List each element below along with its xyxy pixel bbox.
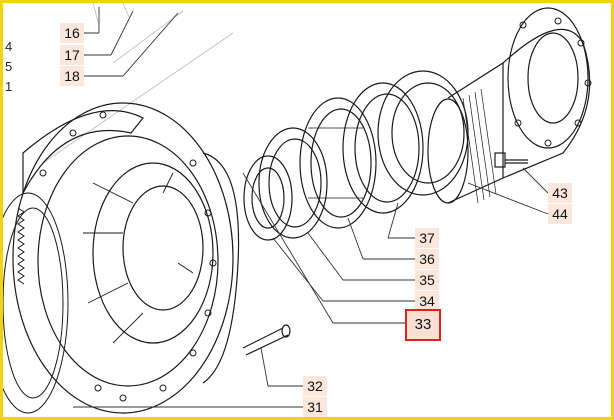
stud-bolt-32 bbox=[242, 324, 291, 356]
callout-32: 32 bbox=[303, 376, 327, 396]
background-hatch bbox=[42, 3, 234, 164]
bearing-36 bbox=[299, 97, 377, 229]
bearing-34 bbox=[243, 155, 293, 241]
callout-31: 31 bbox=[303, 397, 327, 417]
hub-flange bbox=[12, 102, 240, 414]
leaders-top bbox=[81, 7, 179, 77]
edge-label-c: 1 bbox=[5, 79, 13, 94]
bearing-37 bbox=[342, 82, 424, 214]
callout-35: 35 bbox=[415, 270, 439, 290]
leaders-right bbox=[73, 167, 549, 408]
callout-43: 43 bbox=[548, 183, 572, 203]
callout-36: 36 bbox=[415, 249, 439, 269]
spindle bbox=[427, 7, 592, 204]
callout-44: 44 bbox=[548, 204, 572, 224]
callout-33-highlighted: 33 bbox=[405, 309, 441, 341]
bolt-43 bbox=[494, 152, 528, 168]
seal-ring bbox=[377, 70, 469, 196]
callout-37: 37 bbox=[415, 228, 439, 248]
bearing-35 bbox=[258, 127, 328, 239]
edge-label-a: 4 bbox=[5, 39, 13, 54]
callout-16: 16 bbox=[60, 23, 84, 43]
callout-17: 17 bbox=[60, 45, 84, 65]
exploded-hub-drawing bbox=[3, 3, 592, 414]
ring-gear bbox=[3, 192, 69, 414]
callout-18: 18 bbox=[60, 66, 84, 86]
callout-34: 34 bbox=[415, 291, 439, 311]
edge-label-b: 5 bbox=[5, 59, 13, 74]
